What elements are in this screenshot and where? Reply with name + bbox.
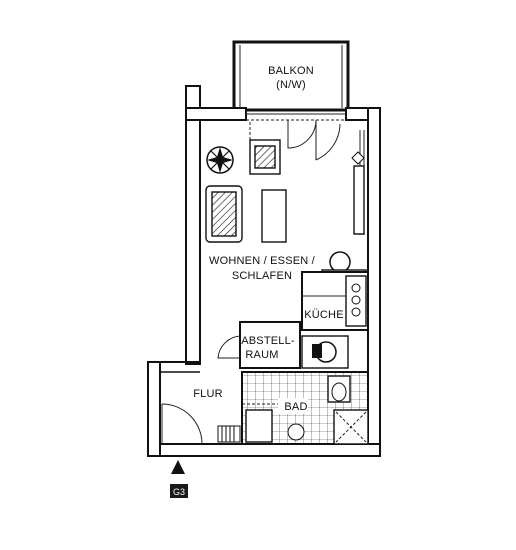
living-room-label-line2: SCHLAFEN [232,270,292,282]
balcony-orientation: (N/W) [276,79,306,91]
hallway-label: FLUR [193,388,223,400]
storage-room-label-line2: RAUM [245,349,278,361]
armchair [249,139,281,175]
living-room-label: WOHNEN / ESSEN / [209,255,316,267]
entrance-marker: G3 [170,460,188,498]
entrance-arrow-icon [171,460,185,474]
entrance-label: G3 [173,487,185,497]
entrance-door [161,403,203,445]
bathroom-label: BAD [284,401,307,413]
balcony-door [246,113,346,161]
balcony [232,40,350,112]
storage-room-label: ABSTELL- [241,335,295,347]
balcony-label: BALKON [268,65,314,77]
plant-icon [206,146,234,174]
coffee-table [261,189,287,243]
washing-machine [301,335,349,369]
outer-walls [147,85,381,457]
radiator [217,425,241,443]
kitchen [301,271,369,331]
storage-room [217,321,301,369]
sofa [205,185,243,243]
shelf [351,151,365,235]
kitchen-label: KÜCHE [304,309,344,321]
entrance-label-box [170,484,188,498]
bathroom [241,371,369,445]
